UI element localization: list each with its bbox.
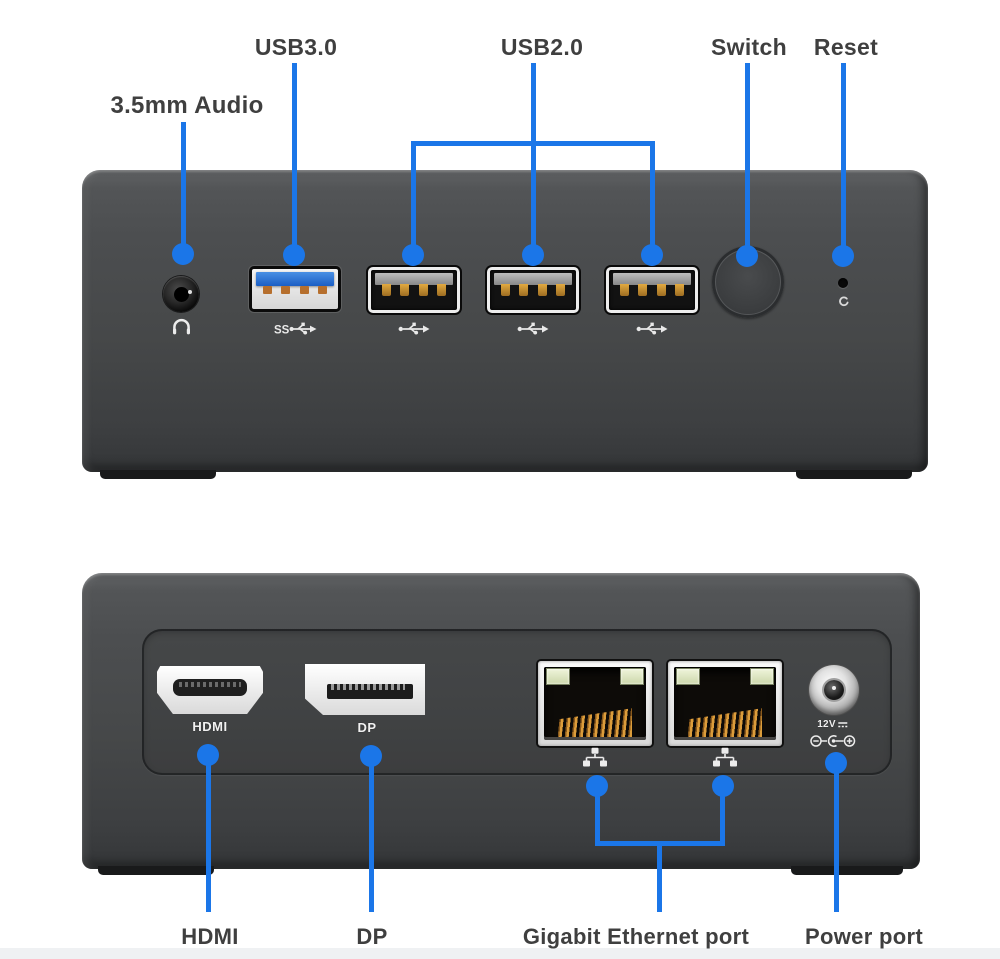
leader-dot-dp [360,745,382,767]
lan-icon [713,747,737,767]
headphone-icon [173,318,190,335]
leader-line-audio [181,122,186,255]
reset-pinhole [838,278,848,288]
power-voltage-marking: 12V [817,719,848,730]
usb3-port [249,266,341,312]
leader-dot-usb2-3 [641,244,663,266]
usb-trident-icon [398,322,430,335]
leader-dot-usb2-2 [522,244,544,266]
usb2-port-2 [487,267,579,313]
callout-reset-label: Reset [813,34,879,60]
leader-line-usb2-left [411,143,416,255]
leader-dot-switch [736,245,758,267]
ethernet-led [546,668,570,685]
leader-dot-reset [832,245,854,267]
callout-usb3-label: USB3.0 [254,34,338,60]
usb-trident-icon [517,322,549,335]
svg-text:SS: SS [274,325,290,337]
leader-line-dp [369,756,374,912]
reset-arrow-icon [839,296,849,307]
leader-line-power [834,763,839,912]
audio-jack [163,276,199,312]
leader-line-eth-stem [657,841,662,912]
leader-dot-audio [172,243,194,265]
ethernet-led [620,668,644,685]
leader-line-usb2-stem [531,63,536,255]
leader-line-eth-1 [595,786,600,846]
device-foot [791,866,903,875]
device-foot [98,866,214,875]
device-foot [796,470,912,479]
dc-polarity-icon [810,735,856,747]
leader-dot-ethernet-2 [712,775,734,797]
leader-line-reset [841,63,846,256]
leader-dot-hdmi [197,744,219,766]
leader-bracket-usb2 [411,141,655,146]
lan-icon [583,747,607,767]
usb-trident-icon [636,322,668,335]
leader-line-usb3 [292,63,297,255]
leader-dot-power [825,752,847,774]
callout-hdmi-label: HDMI [181,924,239,949]
callout-dp-label: DP [356,924,388,949]
dp-port-pins [331,684,405,690]
leader-line-switch [745,63,750,256]
bottom-page-band [0,948,1000,959]
device-foot [100,470,216,479]
leader-line-hdmi [206,755,211,912]
callout-usb2-label: USB2.0 [500,34,584,60]
ethernet-led [676,668,700,685]
mini-pc-front-view [82,170,928,472]
hdmi-port-pins [179,682,241,687]
leader-line-eth-2 [720,786,725,846]
usb-superspeed-icon: SS [274,322,317,337]
power-jack [809,665,859,715]
hdmi-port-marking: HDMI [192,719,228,734]
leader-dot-ethernet-1 [586,775,608,797]
leader-dot-usb3 [283,244,305,266]
callout-switch-label: Switch [711,34,787,60]
ethernet-led [750,668,774,685]
ethernet-port-1 [538,661,652,746]
ethernet-port-2 [668,661,782,746]
leader-dot-usb2-1 [402,244,424,266]
usb2-port-1 [368,267,460,313]
callout-audio-label: 3.5mm Audio [110,92,264,119]
callout-ethernet-label: Gigabit Ethernet port [522,924,750,949]
usb2-port-3 [606,267,698,313]
voltage-text: 12V [817,719,836,730]
callout-power-label: Power port [805,924,923,949]
dc-symbol-icon [838,721,848,727]
leader-line-usb2-right [650,143,655,255]
dp-port-marking: DP [357,720,377,735]
